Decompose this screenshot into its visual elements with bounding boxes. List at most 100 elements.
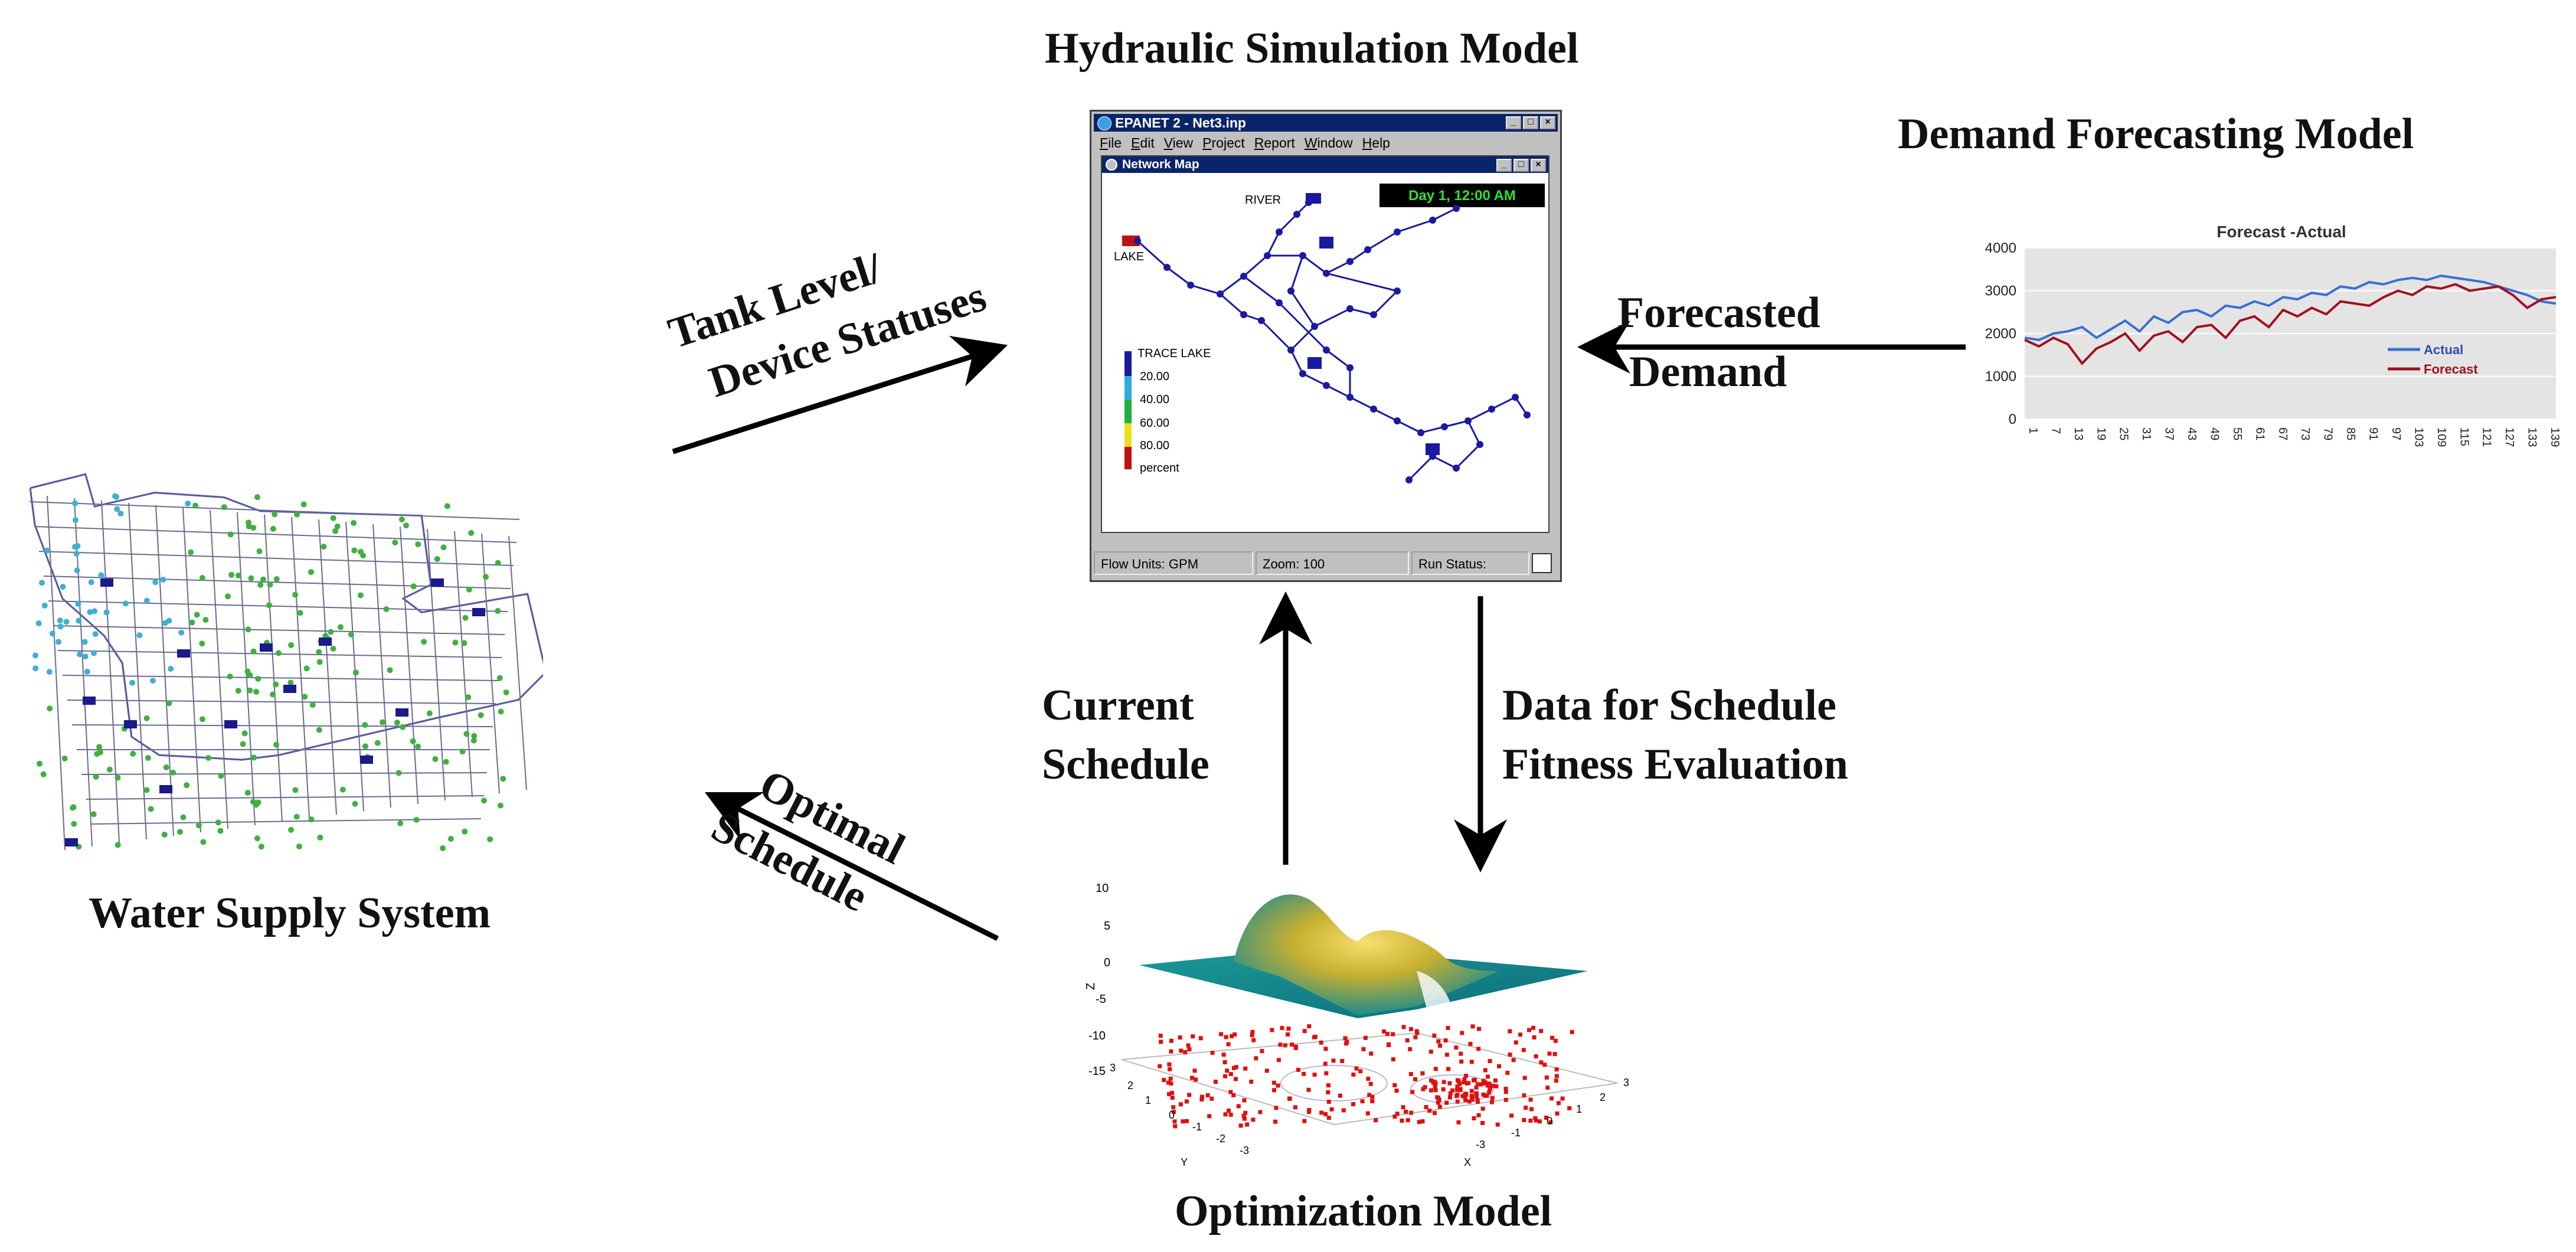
- network-node: [115, 774, 121, 781]
- map-close-button[interactable]: ×: [1531, 159, 1546, 172]
- menu-report[interactable]: Report: [1254, 135, 1295, 151]
- network-node: [145, 754, 151, 761]
- sample-point: [1273, 1119, 1278, 1124]
- sample-point: [1264, 1068, 1269, 1073]
- network-node: [185, 500, 191, 506]
- sample-point: [1382, 1029, 1387, 1034]
- sample-point: [1469, 1088, 1474, 1093]
- network-map-titlebar: Network Map _ □ ×: [1102, 156, 1548, 173]
- network-node: [410, 583, 417, 590]
- junction-node: [1299, 370, 1306, 377]
- network-node: [379, 719, 385, 725]
- network-node: [303, 665, 310, 672]
- run-status-icon: [1532, 553, 1552, 573]
- close-button[interactable]: ×: [1540, 116, 1555, 129]
- series-line-actual: [2024, 274, 2557, 341]
- network-node: [71, 820, 77, 827]
- sample-point: [1209, 1096, 1214, 1101]
- sample-point: [1365, 1111, 1370, 1116]
- sample-point: [1385, 1031, 1390, 1036]
- sample-point: [1169, 1081, 1173, 1086]
- sample-point: [1178, 1102, 1183, 1107]
- network-node: [426, 710, 433, 717]
- pipe: [1349, 396, 1374, 410]
- network-node: [500, 776, 506, 782]
- network-node: [461, 640, 468, 646]
- network-node: [205, 754, 212, 761]
- network-node: [362, 722, 368, 728]
- tank-level-arrow: [672, 335, 1008, 455]
- map-maximize-button[interactable]: □: [1513, 159, 1529, 172]
- network-node: [178, 629, 185, 636]
- sample-point: [1420, 1071, 1425, 1076]
- svg-text:10: 10: [1096, 882, 1109, 895]
- network-node: [452, 639, 459, 646]
- menu-view[interactable]: View: [1163, 135, 1194, 151]
- sample-point: [1560, 1096, 1565, 1101]
- menu-edit[interactable]: Edit: [1131, 135, 1155, 151]
- network-node: [97, 749, 103, 756]
- sample-point: [1323, 1061, 1328, 1066]
- grid-pipe: [155, 505, 174, 836]
- network-node: [250, 648, 257, 655]
- junction-node: [1417, 429, 1424, 436]
- network-map-icon: [1106, 159, 1117, 171]
- network-node: [160, 577, 166, 583]
- sample-point: [1190, 1076, 1195, 1080]
- pipe: [1326, 260, 1351, 274]
- sample-point: [1233, 1032, 1237, 1037]
- svg-text:-2: -2: [1216, 1133, 1225, 1145]
- sample-point: [1192, 1068, 1197, 1073]
- sample-point: [1368, 1081, 1373, 1086]
- map-minimize-button[interactable]: _: [1496, 159, 1512, 172]
- network-node: [394, 720, 400, 726]
- pipe: [1444, 420, 1469, 428]
- sample-point: [1178, 1035, 1182, 1040]
- menu-window[interactable]: Window: [1304, 135, 1353, 151]
- sample-point: [1414, 1029, 1419, 1034]
- sample-point: [1221, 1052, 1226, 1057]
- sample-point: [1306, 1087, 1311, 1092]
- network-node: [328, 629, 334, 635]
- sample-point: [1446, 1025, 1450, 1030]
- y-tick-label: 2000: [1985, 326, 2016, 342]
- sample-point: [1283, 1043, 1287, 1048]
- sample-point: [1199, 1094, 1204, 1099]
- pipe: [1260, 319, 1292, 351]
- time-badge-bg: [1379, 184, 1545, 207]
- svg-text:1: 1: [1576, 1103, 1582, 1115]
- junction-node: [1323, 346, 1330, 354]
- network-node: [199, 640, 205, 647]
- tank-icon: [360, 756, 373, 764]
- junction-node: [1405, 476, 1413, 483]
- minimize-button[interactable]: _: [1506, 116, 1521, 129]
- pipe: [1326, 384, 1351, 398]
- maximize-button[interactable]: □: [1523, 116, 1538, 129]
- pipe: [1373, 408, 1398, 422]
- sample-point: [1254, 1056, 1258, 1061]
- pipe: [1397, 420, 1421, 434]
- network-node: [73, 550, 80, 557]
- grid-pipe: [101, 500, 120, 844]
- tank-icon: [1319, 237, 1333, 249]
- network-node: [74, 567, 80, 574]
- menu-project[interactable]: Project: [1202, 135, 1245, 151]
- sample-point: [1171, 1110, 1176, 1114]
- menu-file[interactable]: File: [1100, 135, 1122, 151]
- sample-point: [1459, 1059, 1464, 1064]
- network-node: [317, 834, 323, 841]
- menu-help[interactable]: Help: [1362, 135, 1390, 151]
- sample-point: [1231, 1065, 1236, 1070]
- sample-point: [1258, 1110, 1263, 1114]
- network-map-canvas[interactable]: Day 1, 12:00 AM RIVER LAKE TRACE LAKE 20…: [1102, 173, 1548, 532]
- network-node: [199, 716, 205, 723]
- network-node: [87, 609, 93, 615]
- svg-text:3: 3: [1110, 1062, 1116, 1074]
- sample-point: [1490, 1100, 1495, 1104]
- network-node: [288, 642, 295, 648]
- network-node: [400, 724, 406, 730]
- network-node: [98, 572, 104, 578]
- base-plane: [1121, 1032, 1618, 1126]
